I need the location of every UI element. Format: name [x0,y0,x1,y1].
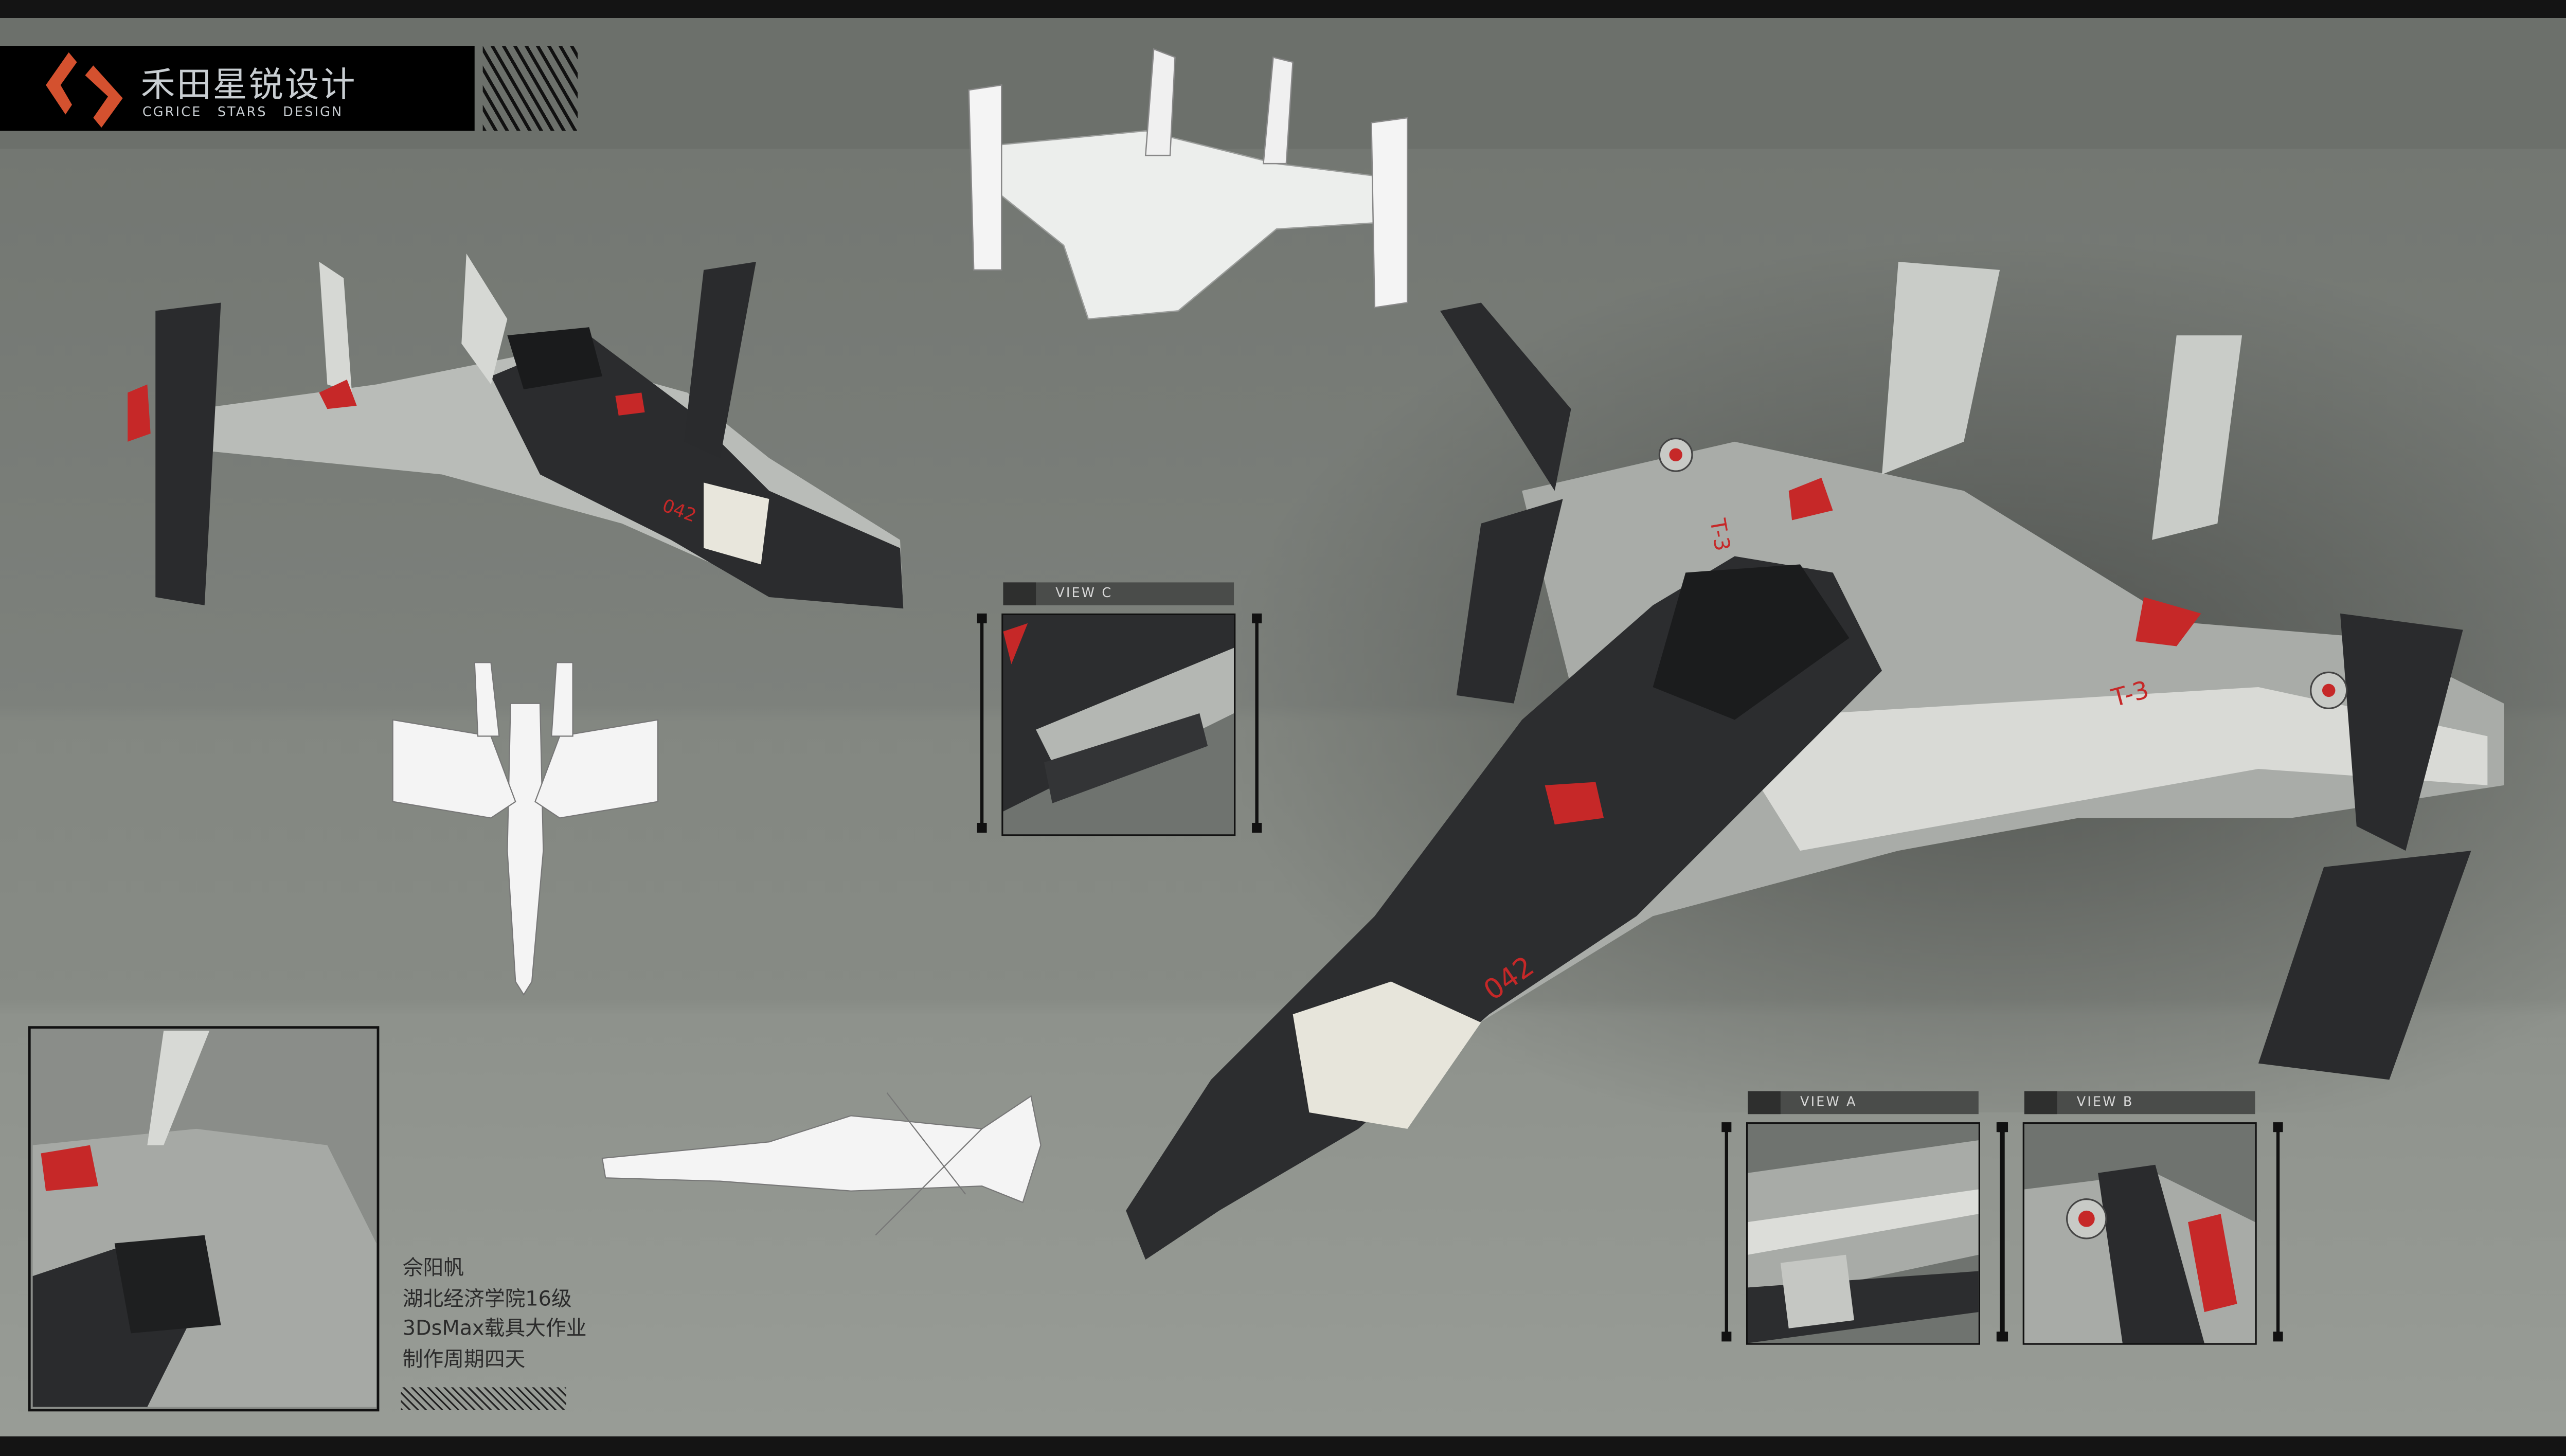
ship-render-perspective-left: 042 [128,254,904,609]
brand-name-en: CGRICE STARS DESIGN [142,104,344,120]
view-a-image [1748,1140,1979,1343]
view-a-bracket-left [1721,1122,1732,1342]
view-b-bracket-left [1998,1122,2008,1342]
view-c-image [1003,615,1234,812]
view-c-frame [1001,613,1236,836]
hatch-decoration [482,46,578,131]
view-b-frame [2022,1122,2257,1345]
bottom-border [0,1436,2566,1456]
top-border [0,0,2566,18]
brand-logo-icon [46,52,123,128]
brand-logo-block [0,46,475,131]
view-c-bracket-right [1252,613,1262,833]
view-a-label: VIEW A [1748,1091,1979,1115]
author-info: 佘阳帆 湖北经济学院16级 3DsMax载具大作业 制作周期四天 [403,1253,587,1374]
view-c-bracket-left [977,613,987,833]
author-name: 佘阳帆 [402,1254,464,1280]
view-c-label-text: VIEW C [1055,585,1113,601]
view-c-label: VIEW C [1003,582,1234,605]
view-b-image [2024,1164,2255,1343]
ship-render-main: 042 T-3 T-3 [1126,261,2504,1260]
wing-code-left: T-3 [1705,516,1735,553]
view-b-label-text: VIEW B [2076,1094,2134,1109]
view-a-label-text: VIEW A [1800,1094,1857,1109]
brand-name-cn: 禾田星锐设计 [140,65,357,105]
author-school: 湖北经济学院16级 [402,1285,572,1310]
view-b-bracket-right [2273,1122,2283,1342]
project-title: 3DsMax载具大作业 [402,1315,587,1340]
ship-side-view [601,1092,1042,1236]
view-b-label: VIEW B [2024,1091,2255,1115]
project-duration: 制作周期四天 [402,1345,526,1371]
ship-plan-view [392,662,659,996]
hatch-decoration-bottom [401,1387,566,1410]
view-a-frame [1746,1122,1980,1345]
detail-closeup-cockpit [28,1026,380,1412]
ship-render-white-top [968,48,1408,320]
